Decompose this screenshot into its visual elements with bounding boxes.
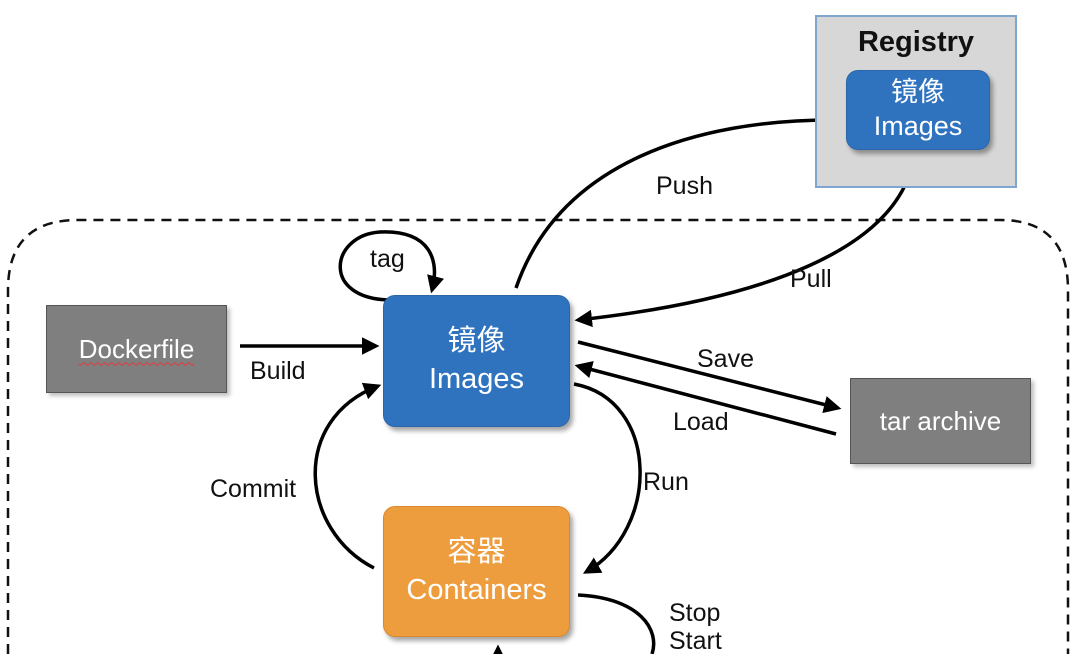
images-node[interactable]: 镜像 Images xyxy=(383,295,570,427)
save-label: Save xyxy=(697,345,754,373)
registry-images-en-label: Images xyxy=(873,111,963,141)
stop-label: Stop xyxy=(669,599,721,627)
push-arrow xyxy=(514,111,836,289)
registry-images-node[interactable]: 镜像 Images xyxy=(846,70,990,150)
load-label: Load xyxy=(673,408,729,436)
tag-loop-arrow xyxy=(338,230,445,302)
pull-label: Pull xyxy=(790,265,832,293)
commit-label: Commit xyxy=(210,475,297,503)
run-label: Run xyxy=(643,468,689,496)
commit-arrow xyxy=(313,382,382,570)
images-cn-label: 镜像 xyxy=(447,325,506,358)
dockerfile-label: Dockerfile xyxy=(78,333,195,364)
load-arrow xyxy=(574,361,837,436)
images-en-label: Images xyxy=(428,363,525,395)
tag-label: tag xyxy=(370,245,405,273)
tar-archive-node[interactable]: tar archive xyxy=(850,378,1031,464)
run-arrow xyxy=(573,382,642,574)
pull-arrow xyxy=(574,155,916,328)
local-host-boundary xyxy=(6,218,1070,654)
registry-title: Registry xyxy=(857,26,975,58)
tar-archive-label: tar archive xyxy=(879,405,1002,436)
containers-cn-label: 容器 xyxy=(447,535,506,568)
start-label: Start xyxy=(669,627,722,655)
stop-start-loop-arrow xyxy=(577,593,656,654)
containers-node[interactable]: 容器 Containers xyxy=(383,506,570,637)
registry-images-cn-label: 镜像 xyxy=(891,77,945,108)
containers-en-label: Containers xyxy=(406,573,547,606)
push-label: Push xyxy=(656,172,713,200)
save-arrow xyxy=(577,340,842,414)
build-label: Build xyxy=(250,357,306,385)
dockerfile-node[interactable]: Dockerfile xyxy=(46,305,227,393)
